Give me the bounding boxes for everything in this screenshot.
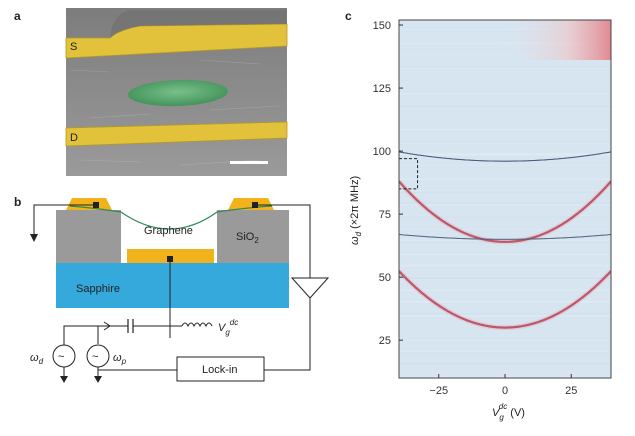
omega-p-label: ωp <box>113 352 127 366</box>
x-tick-label: 25 <box>565 385 577 397</box>
chart-c: −25 0 25 25 50 75 100 125 150 Vgdc (V) ωd (×2π … <box>349 19 612 422</box>
resonance-curve-mode1 <box>399 270 611 329</box>
oxide-left <box>56 210 121 263</box>
drain-electrode <box>65 121 288 147</box>
x-tick-label: 0 <box>502 385 508 397</box>
resonance-modes <box>399 151 611 331</box>
graphene-membrane <box>69 205 273 230</box>
source-electrode <box>65 23 288 59</box>
resonance-curve-mode2 <box>399 180 611 244</box>
y-tick-label: 150 <box>373 20 391 32</box>
x-axis: −25 0 25 <box>429 374 577 397</box>
oxide-label: SiO2 <box>236 231 259 245</box>
source-label: S <box>70 41 77 53</box>
resonance-curve-mode3 <box>399 151 611 162</box>
panel-label-b: b <box>14 195 21 209</box>
sapphire-layer <box>56 263 289 308</box>
background-noise <box>399 20 611 378</box>
gate-voltage-label: Vgdc <box>218 318 238 337</box>
plot-background <box>399 20 611 378</box>
resonance-glow-mode2 <box>399 179 611 245</box>
y-axis: 25 50 75 100 125 150 <box>373 20 403 347</box>
graphene-label: Graphene <box>144 225 193 237</box>
y-tick-label: 25 <box>379 335 391 347</box>
omega-d-label: ωd <box>30 352 44 366</box>
inductor-icon <box>181 322 213 328</box>
y-tick-label: 100 <box>373 146 391 158</box>
resonance-glow-mode1 <box>399 269 611 331</box>
oxide-right <box>217 210 289 263</box>
amplifier-icon <box>290 277 330 299</box>
panel-label-a: a <box>14 9 21 23</box>
y-axis-label: ωd (×2π MHz) <box>349 176 363 245</box>
drain-label: D <box>70 132 78 144</box>
svg-text:~: ~ <box>58 351 64 363</box>
y-tick-label: 75 <box>379 209 391 221</box>
resonance-curve-mode4 <box>399 233 611 240</box>
lockin-box <box>176 356 265 382</box>
svg-text:~: ~ <box>92 351 98 363</box>
y-tick-label: 125 <box>373 83 391 95</box>
sapphire-label: Sapphire <box>76 283 120 295</box>
high-signal-region <box>500 20 611 60</box>
x-axis-label: Vgdc (V) <box>492 402 525 422</box>
y-tick-label: 50 <box>379 272 391 284</box>
sem-image: S D <box>65 8 288 176</box>
panel-label-c: c <box>345 9 352 23</box>
scale-bar <box>230 161 268 164</box>
device-schematic: Sapphire SiO2 Graphene Lock-in <box>30 198 330 383</box>
lockin-label: Lock-in <box>202 364 237 376</box>
x-tick-label: −25 <box>429 385 448 397</box>
graphene-flake <box>128 79 228 107</box>
